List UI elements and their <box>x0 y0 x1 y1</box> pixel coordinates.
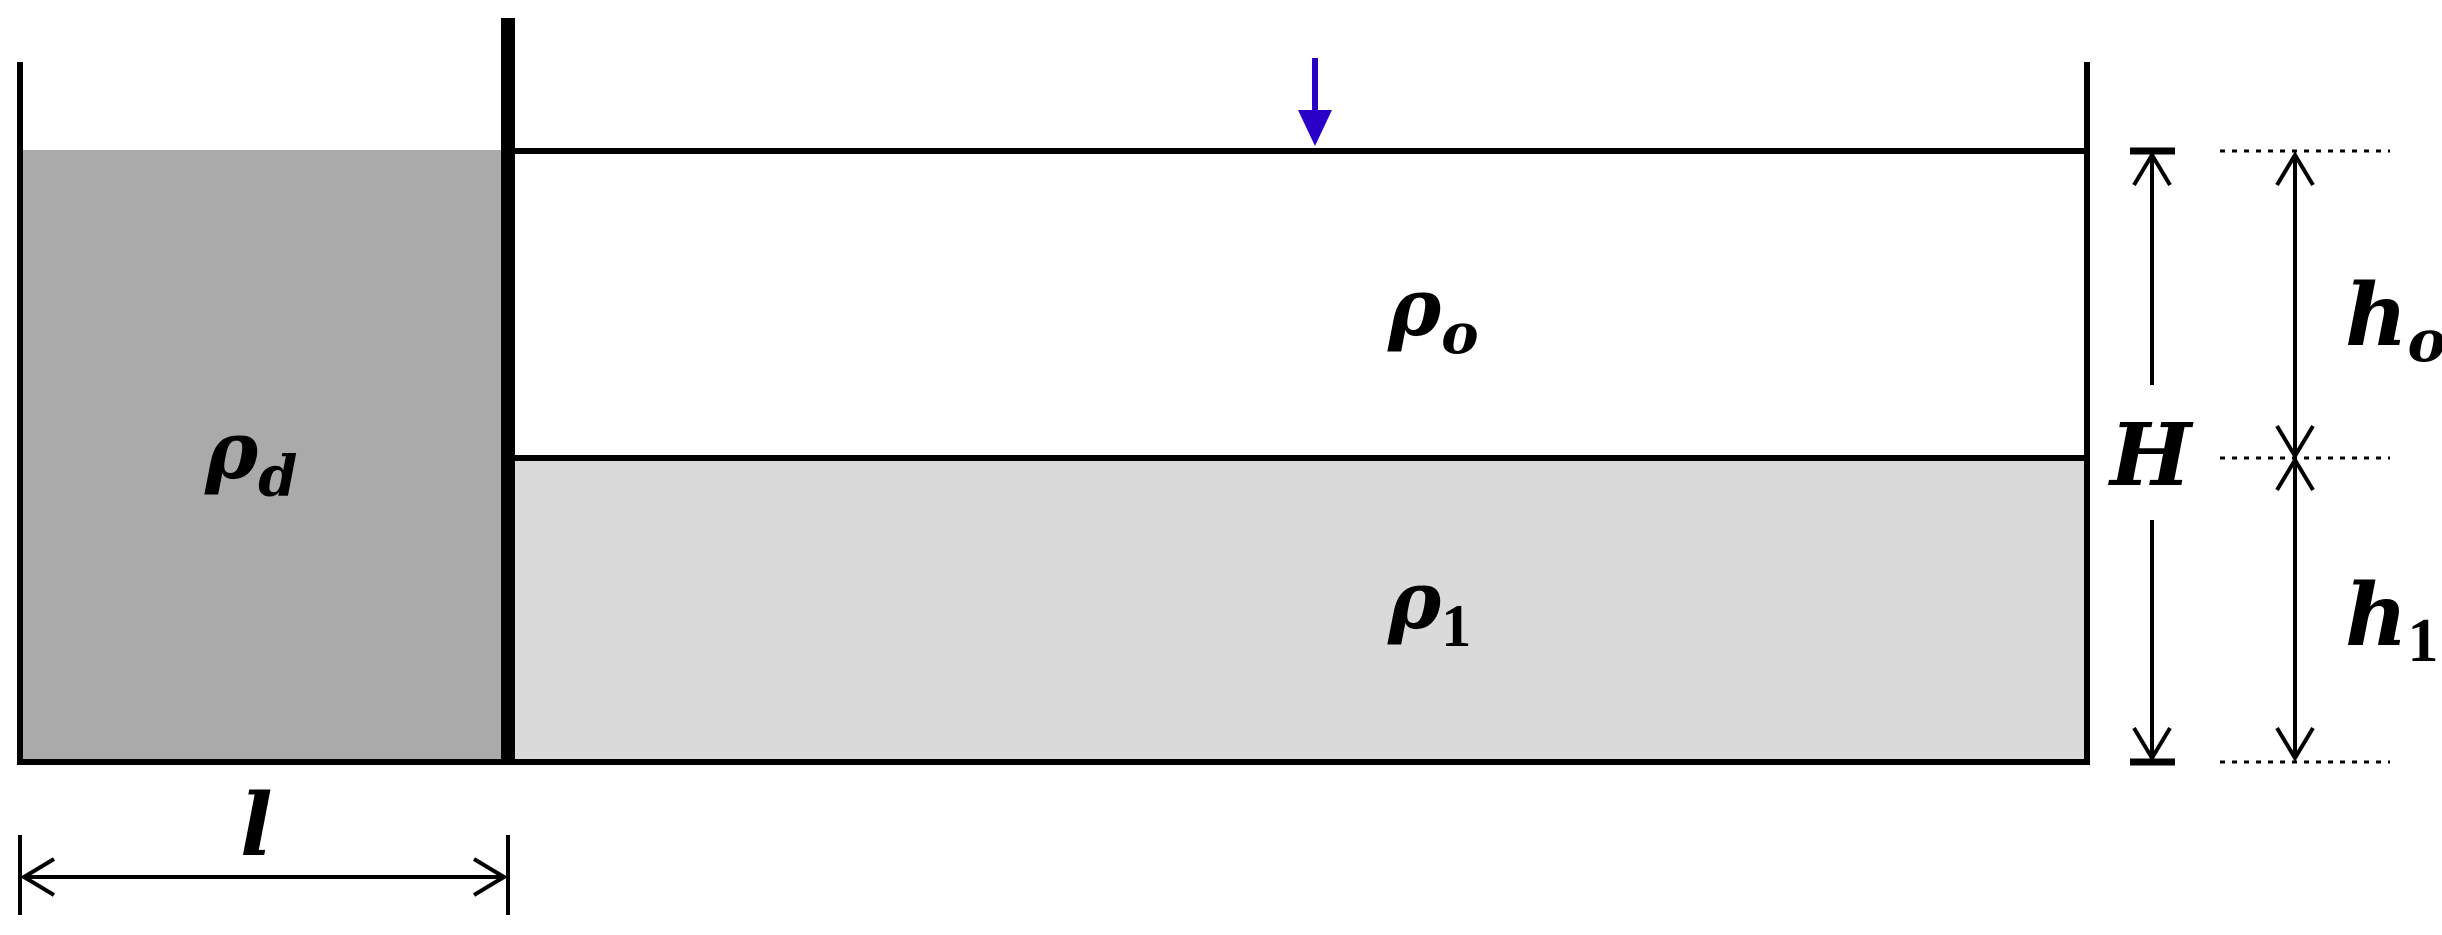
dimension-l <box>18 835 510 915</box>
label-h-o: ho <box>2345 265 2442 375</box>
label-l: l <box>240 775 273 876</box>
dimension-h-layers <box>2275 151 2315 762</box>
label-H: H <box>2107 405 2194 506</box>
down-arrow-icon <box>1298 58 1332 146</box>
label-rho-d: ρd <box>204 403 297 510</box>
label-h-1: h1 <box>2345 565 2439 675</box>
label-rho-1: ρ1 <box>1387 553 1471 659</box>
label-rho-o: ρo <box>1387 260 1479 367</box>
dense-fluid-region <box>20 150 508 762</box>
dimension-H <box>2130 147 2175 766</box>
lower-layer-region <box>512 458 2087 762</box>
